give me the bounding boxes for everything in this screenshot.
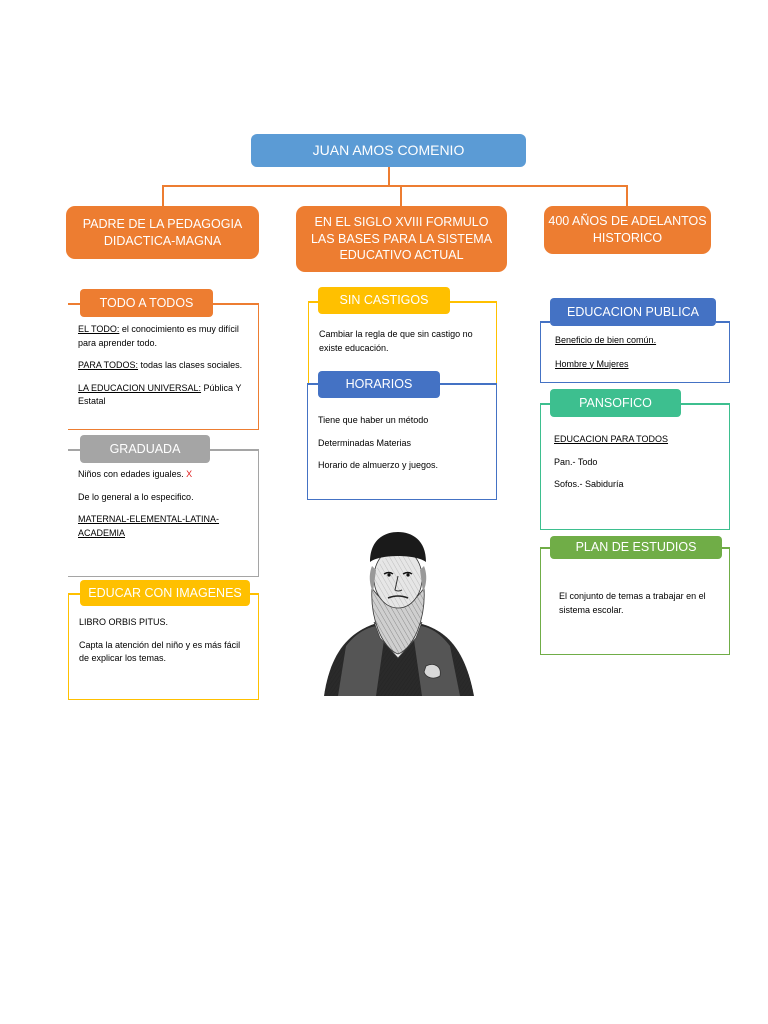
todo-term-2: PARA TODOS:: [78, 360, 139, 370]
horarios-item-2: Determinadas Materias: [318, 437, 412, 448]
horarios-title: HORARIOS: [318, 371, 440, 398]
todo-tick: [68, 303, 80, 305]
sin-castigos-title: SIN CASTIGOS: [318, 287, 450, 314]
graduada-line-2: De lo general a lo especifico.: [78, 491, 194, 502]
root-node: JUAN AMOS COMENIO: [251, 134, 526, 167]
todo-term-3: LA EDUCACION UNIVERSAL:: [78, 382, 202, 393]
branch-pedagogia: PADRE DE LA PEDAGOGIA DIDACTICA-MAGNA: [66, 206, 259, 259]
todo-text-2: todas las clases sociales.: [138, 360, 243, 370]
graduada-title: GRADUADA: [80, 435, 210, 463]
connector-center: [400, 185, 402, 206]
plan-estudios-card: El conjunto de temas a trabajar en el si…: [540, 547, 730, 655]
pansofico-item-1: EDUCACION PARA TODOS: [554, 434, 669, 444]
educar-line-2: Capta la atención del niño y es más fáci…: [79, 639, 241, 664]
publica-tick: [540, 321, 550, 323]
plan-tick: [540, 547, 550, 549]
connector-horizontal: [162, 185, 628, 187]
horarios-card: Tiene que haber un método Determinadas M…: [307, 384, 497, 500]
horarios-item-1: Tiene que haber un método: [318, 415, 429, 425]
educar-imagenes-title: EDUCAR CON IMAGENES: [80, 580, 250, 606]
horarios-tick-right: [440, 383, 497, 385]
connector-right: [626, 185, 628, 206]
comenius-portrait-image: [324, 532, 474, 696]
connector-root-down: [388, 167, 390, 186]
pansofico-item-3: Sofos.- Sabiduría: [554, 479, 624, 489]
branch-adelantos-label: 400 AÑOS DE ADELANTOS HISTORICO: [548, 214, 707, 245]
pansofico-title: PANSOFICO: [550, 389, 681, 417]
sin-castigos-tick: [308, 301, 318, 303]
branch-adelantos: 400 AÑOS DE ADELANTOS HISTORICO: [544, 206, 711, 254]
graduada-line-3: MATERNAL-ELEMENTAL-LATINA-ACADEMIA: [78, 514, 220, 538]
todo-a-todos-title: TODO A TODOS: [80, 289, 213, 317]
todo-tick-right: [213, 303, 259, 305]
publica-item-2: Hombre y Mujeres: [555, 358, 629, 369]
educar-line-1: LIBRO ORBIS PITUS.: [79, 617, 169, 627]
pansofico-tick-right: [681, 403, 730, 405]
plan-tick-right: [722, 547, 730, 549]
graduada-tick: [68, 449, 80, 451]
sin-castigos-card: Cambiar la regla de que sin castigo no e…: [308, 301, 497, 383]
todo-text-3: Pública Y Estatal: [78, 382, 242, 407]
root-title: JUAN AMOS COMENIO: [312, 142, 465, 159]
educacion-publica-title: EDUCACION PUBLICA: [550, 298, 716, 326]
plan-estudios-title: PLAN DE ESTUDIOS: [550, 536, 722, 559]
sin-castigos-tick-right: [450, 301, 497, 303]
educar-tick-right: [250, 593, 259, 595]
todo-term-1: EL TODO:: [78, 324, 120, 334]
plan-estudios-text: El conjunto de temas a trabajar en el si…: [559, 591, 706, 615]
branch-siglo-label: EN EL SIGLO XVIII FORMULO LAS BASES PARA…: [310, 214, 493, 263]
todo-a-todos-card: EL TODO: el conocimiento es muy difícil …: [68, 303, 259, 430]
pansofico-card: EDUCACION PARA TODOS Pan.- Todo Sofos.- …: [540, 403, 730, 530]
pansofico-item-2: Pan.- Todo: [554, 456, 598, 467]
horarios-item-3: Horario de almuerzo y juegos.: [318, 460, 439, 470]
graduada-line-1: Niños con edades iguales.: [78, 469, 184, 479]
graduada-card: Niños con edades iguales. X De lo genera…: [68, 449, 259, 577]
horarios-tick: [307, 383, 318, 385]
pansofico-tick: [540, 403, 550, 405]
publica-tick-right: [716, 321, 730, 323]
connector-left: [162, 185, 164, 206]
todo-text-1: el conocimiento es muy difícil para apre…: [78, 324, 239, 348]
sin-castigos-text: Cambiar la regla de que sin castigo no e…: [319, 329, 473, 353]
branch-siglo: EN EL SIGLO XVIII FORMULO LAS BASES PARA…: [296, 206, 507, 272]
educar-tick: [68, 593, 80, 595]
graduada-x-mark: X: [183, 469, 193, 479]
educacion-publica-card: Beneficio de bien común. Hombre y Mujere…: [540, 321, 730, 383]
graduada-tick-right: [210, 449, 259, 451]
educar-imagenes-card: LIBRO ORBIS PITUS. Capta la atención del…: [68, 594, 259, 700]
publica-item-1: Beneficio de bien común.: [555, 335, 657, 345]
branch-pedagogia-label: PADRE DE LA PEDAGOGIA DIDACTICA-MAGNA: [82, 216, 243, 248]
